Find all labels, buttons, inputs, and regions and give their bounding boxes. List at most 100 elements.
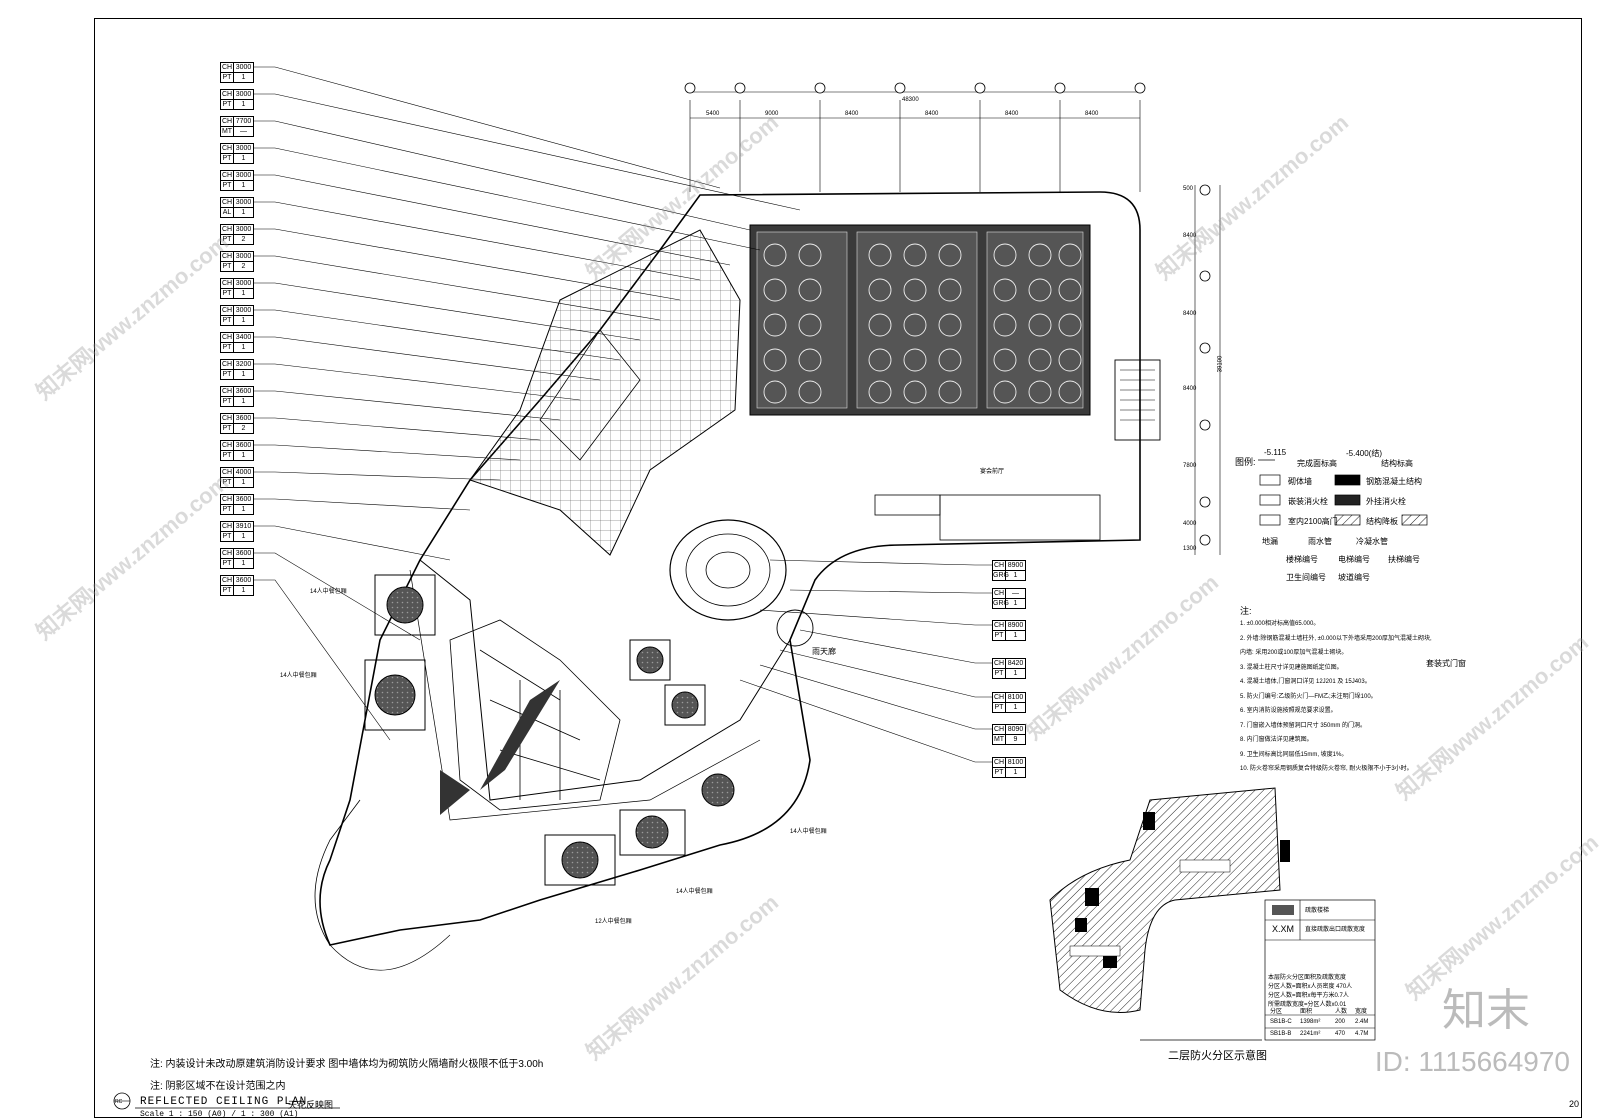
legend-item: 室内2100高门: [1288, 517, 1338, 526]
leader-line: [253, 417, 541, 441]
leader-line: [253, 552, 421, 641]
banquet-table: [903, 313, 927, 337]
banquet-table: [993, 278, 1017, 302]
leader-line: [253, 147, 761, 251]
dimension-label: 9000: [765, 111, 779, 117]
leader-line: [253, 363, 581, 401]
banquet-table: [938, 380, 962, 404]
dimension-label: 8400: [1183, 386, 1197, 392]
plan-title: REFLECTED CEILING PLAN: [140, 1096, 308, 1108]
legend-item: 雨水管: [1308, 537, 1332, 546]
banquet-table: [1028, 380, 1052, 404]
legend-title: 图例:: [1235, 457, 1256, 467]
table-header: 人数: [1335, 1009, 1348, 1015]
leader-line: [253, 444, 521, 461]
note-line: 9. 卫生间标高比同层低15mm, 坡度1%。: [1240, 751, 1348, 758]
banquet-table: [1058, 380, 1082, 404]
note-line: 6. 室内消防设施按照规范要求设置。: [1240, 708, 1337, 714]
leader-line: [253, 336, 601, 381]
leader-line: [253, 255, 661, 321]
banquet-table: [1058, 348, 1082, 372]
fire-summary: 所需疏散宽度=分区人数x0.01: [1268, 1002, 1347, 1008]
bottom-note-1: 注: 内装设计未改动原建筑消防设计要求 图中墙体均为砌筑防火隔墙耐火极限不低于3…: [150, 1059, 544, 1070]
brand-logo: 知末: [1442, 986, 1530, 1035]
banquet-table: [1028, 278, 1052, 302]
room-label: 14人中餐包厢: [676, 889, 713, 895]
leader-line: [769, 559, 992, 566]
leader-line: [253, 579, 391, 741]
table-header: 分区: [1270, 1009, 1283, 1015]
leader-line: [799, 629, 992, 664]
leader-line: [253, 66, 721, 189]
banquet-table: [868, 348, 892, 372]
legend-level-a: -5.115: [1264, 448, 1287, 457]
legend-item: 外挂消火栓: [1366, 497, 1406, 506]
legend-item: 钢筋混凝土结构: [1366, 477, 1422, 486]
dimension-label: 8400: [1183, 311, 1197, 317]
dimension-label: 500: [1183, 186, 1194, 192]
banquet-table: [1028, 313, 1052, 337]
leader-line: [253, 471, 501, 481]
dimension-label: 5400: [706, 111, 720, 117]
banquet-table: [798, 380, 822, 404]
banquet-table: [798, 278, 822, 302]
note-line: 10. 防火卷帘采用钢质复合特级防火卷帘, 耐火极限不小于3小时。: [1240, 766, 1413, 772]
table-cell: 470: [1335, 1031, 1346, 1037]
banquet-table: [868, 313, 892, 337]
table-header: 宽度: [1355, 1009, 1368, 1015]
banquet-table: [1058, 313, 1082, 337]
banquet-table: [903, 348, 927, 372]
door-label: 套装式门窗: [1426, 659, 1466, 668]
table-cell: SB1B-B: [1270, 1031, 1292, 1037]
leader-line: [759, 609, 992, 626]
room-label: 14人中餐包厢: [310, 589, 347, 595]
leader-line: [253, 174, 731, 266]
legend-level-b: -5.400(结): [1346, 449, 1383, 458]
leader-line: [253, 201, 701, 281]
banquet-table: [868, 278, 892, 302]
note-line: 7. 门窗嵌入墙体预留洞口尺寸 350mm 的门洞。: [1240, 722, 1367, 729]
legend-item: 卫生间编号: [1286, 573, 1326, 582]
banquet-table: [868, 380, 892, 404]
banquet-table: [903, 278, 927, 302]
leader-line: [253, 498, 471, 511]
plan-scale: Scale 1 : 150 (A0) / 1 : 300 (A1): [140, 1110, 299, 1119]
leader-line: [779, 649, 992, 698]
dimension-label: 8400: [845, 111, 859, 117]
banquet-table: [798, 243, 822, 267]
fire-summary: 本层防火分区面积及疏散宽度: [1268, 975, 1347, 981]
dimension-label: 8400: [925, 111, 939, 117]
banquet-table: [763, 380, 787, 404]
legend-item: 嵌装消火栓: [1288, 497, 1328, 506]
fire-summary: 分区人数=面积x每平方米0.7人: [1268, 993, 1349, 999]
fire-legend-code: X.XM: [1272, 924, 1295, 934]
banquet-table: [938, 348, 962, 372]
dimension-label: 1300: [1183, 546, 1197, 552]
dimension-label: 8400: [1183, 233, 1197, 239]
leader-line: [253, 309, 621, 361]
leader-line: [253, 120, 751, 231]
banquet-table: [993, 348, 1017, 372]
table-cell: 4.7M: [1355, 1031, 1369, 1037]
room-label: 12人中餐包厢: [595, 919, 632, 925]
